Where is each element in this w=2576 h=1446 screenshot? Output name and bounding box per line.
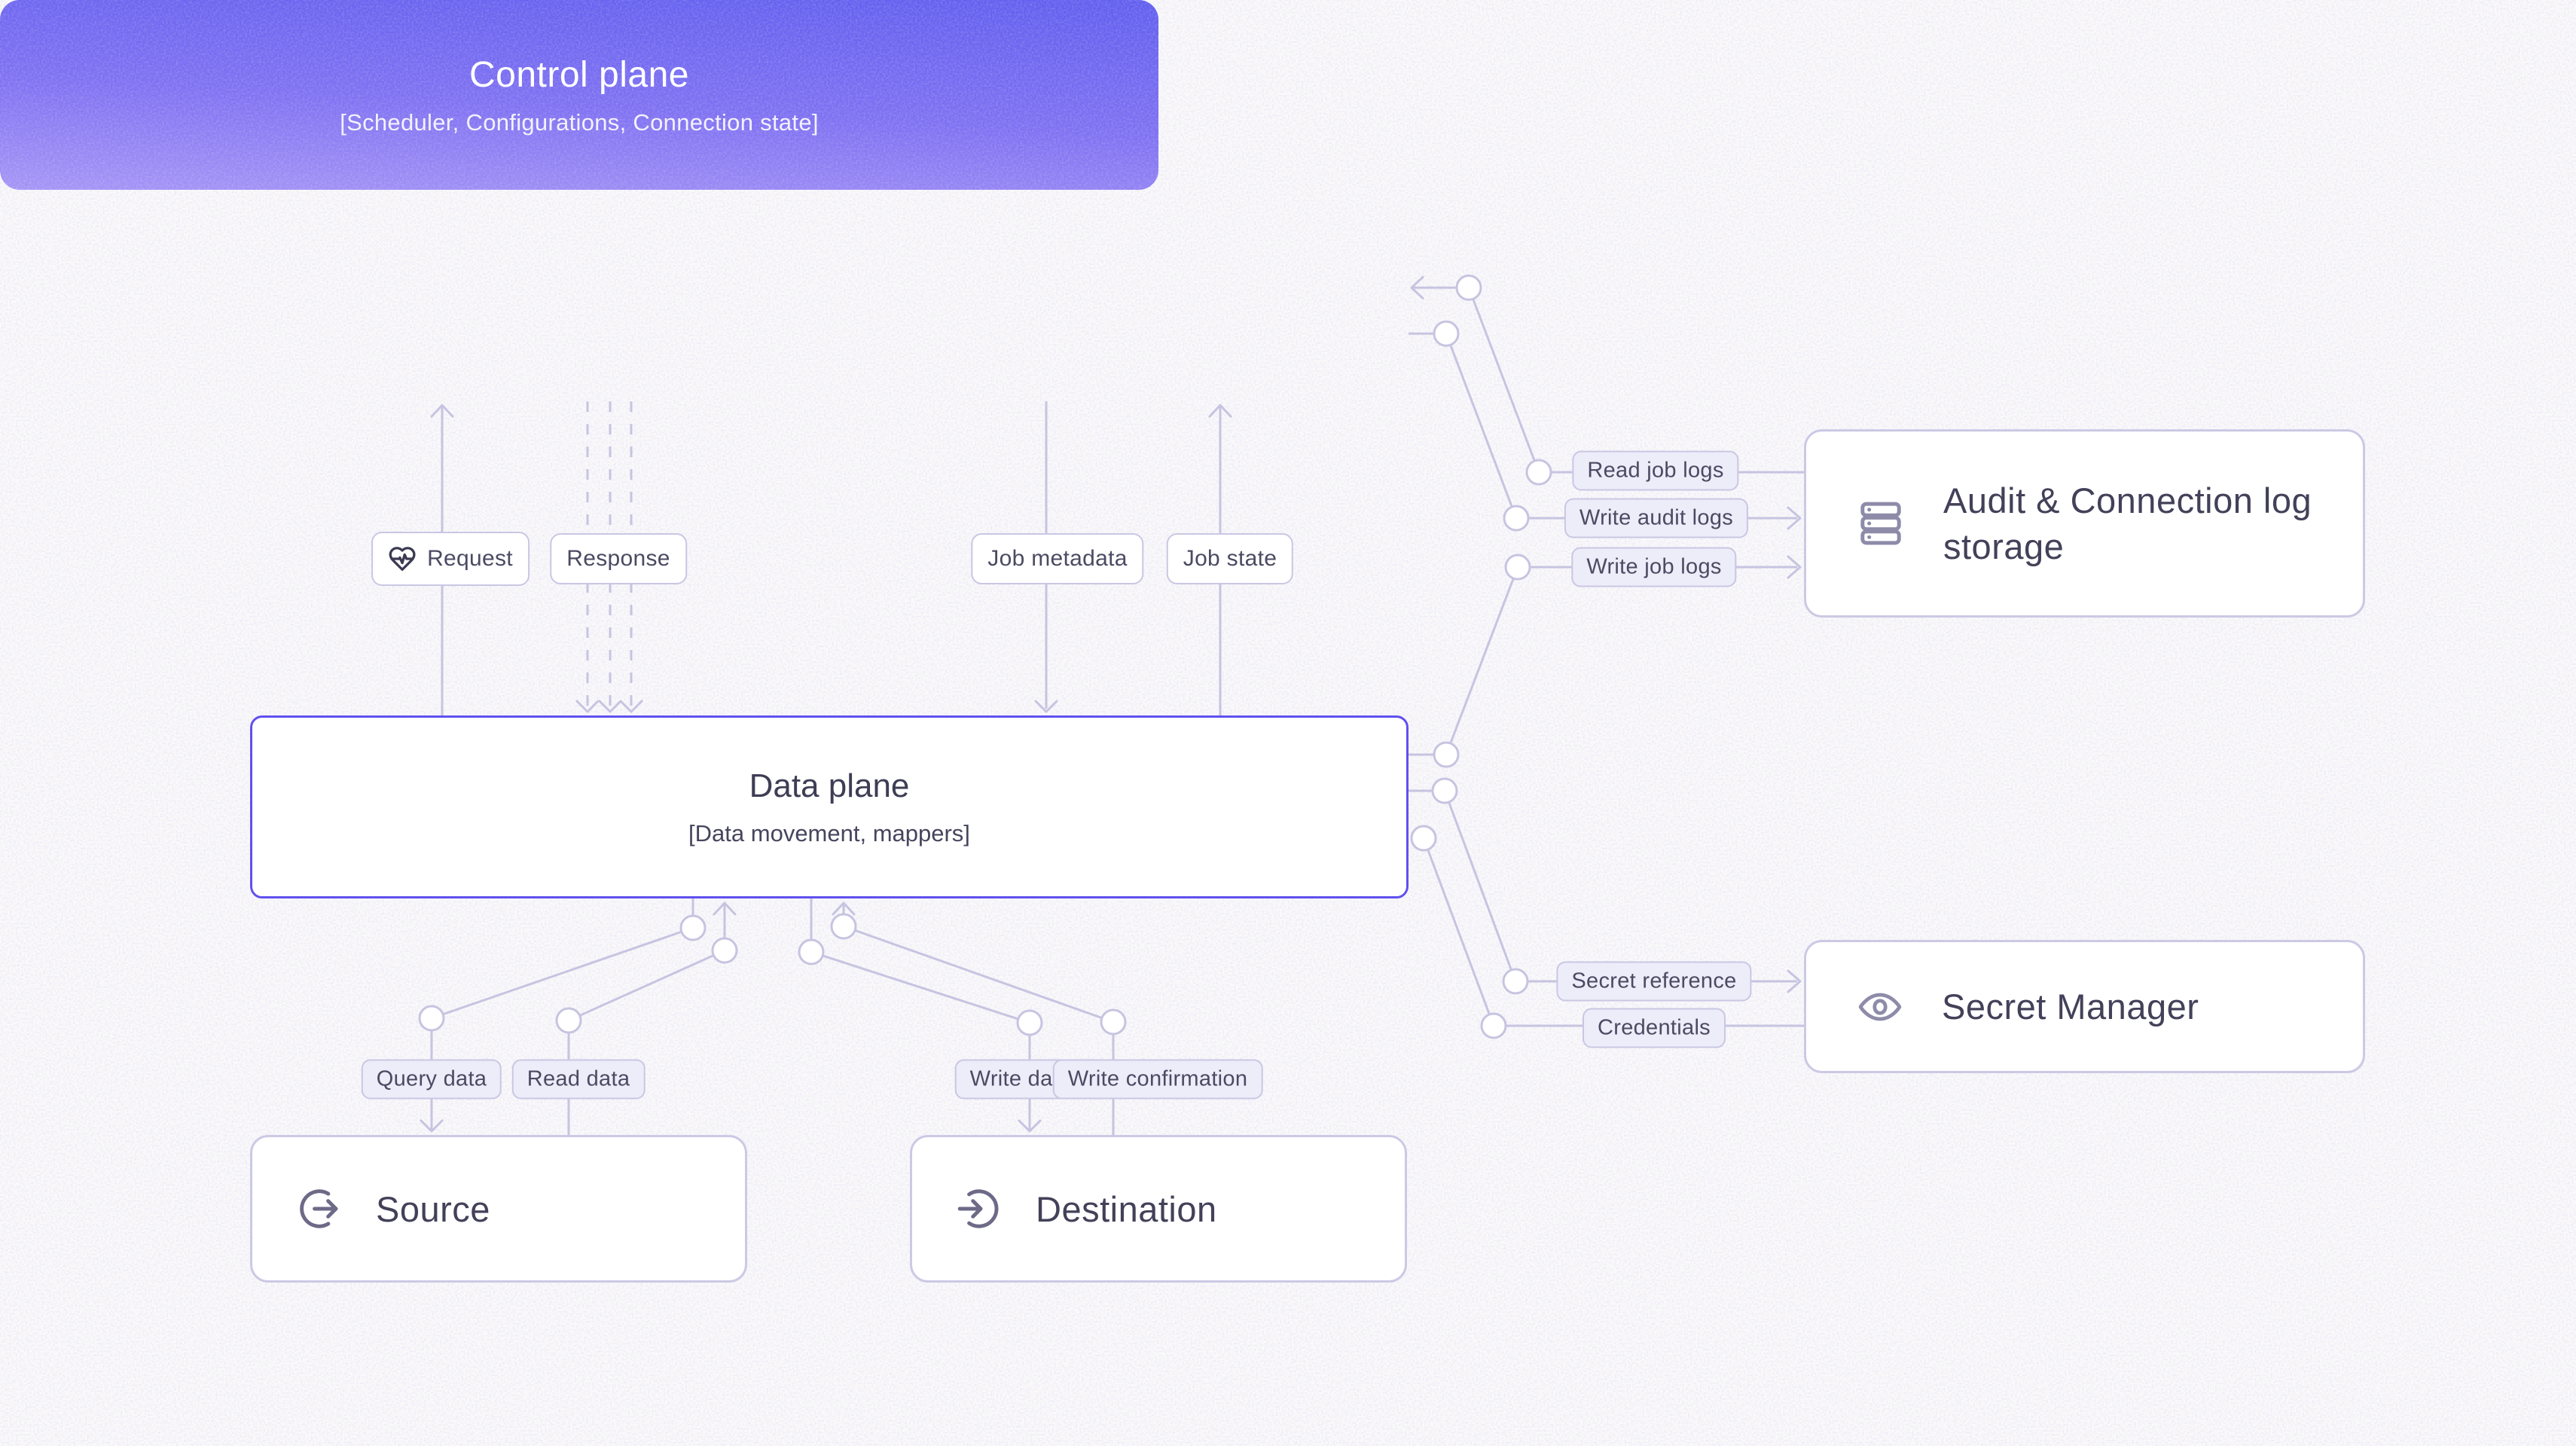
secret-manager-node: Secret Manager [1804, 940, 2365, 1073]
edge-label-write-confirmation-text: Write confirmation [1067, 1066, 1248, 1091]
secret-manager-label: Secret Manager [1942, 987, 2199, 1027]
edge-label-request-text: Request [427, 546, 513, 571]
data-plane-title: Data plane [749, 767, 910, 804]
edge-label-query-data: Query data [361, 1059, 502, 1100]
edge-label-write-job-logs-text: Write job logs [1586, 554, 1722, 579]
control-plane-subtitle: [Scheduler, Configurations, Connection s… [340, 108, 819, 136]
eye-icon [1856, 983, 1904, 1031]
control-plane-title: Control plane [469, 54, 689, 95]
edge-label-secret-reference-text: Secret reference [1571, 969, 1737, 993]
database-stack-icon [1856, 499, 1906, 548]
edge-label-job-state: Job state [1166, 533, 1294, 584]
edge-label-read-data: Read data [511, 1059, 646, 1100]
audit-log-storage-node: Audit & Connection log storage [1804, 429, 2365, 618]
edge-label-response-text: Response [566, 546, 670, 571]
audit-log-storage-label: Audit & Connection log storage [1943, 480, 2312, 566]
edge-read-data [567, 905, 726, 1135]
edge-label-read-job-logs: Read job logs [1572, 450, 1739, 491]
edge-label-write-audit-logs-text: Write audit logs [1579, 505, 1734, 530]
edge-write-confirmation [842, 905, 1115, 1135]
junction-circles [418, 274, 1552, 1039]
edge-label-write-audit-logs: Write audit logs [1564, 498, 1749, 538]
edge-label-credentials: Credentials [1583, 1008, 1726, 1048]
edge-label-job-state-text: Job state [1183, 546, 1277, 571]
edge-label-secret-reference: Secret reference [1556, 961, 1752, 1002]
edge-label-credentials-text: Credentials [1598, 1015, 1711, 1040]
edge-label-write-job-logs: Write job logs [1571, 547, 1737, 587]
edge-label-request: Request [371, 532, 530, 586]
edge-label-job-metadata: Job metadata [971, 533, 1144, 584]
edge-label-response: Response [550, 533, 687, 584]
edge-label-query-data-text: Query data [376, 1066, 487, 1091]
destination-label: Destination [1036, 1188, 1217, 1229]
edge-label-job-metadata-text: Job metadata [987, 546, 1128, 571]
data-plane-node: Data plane [Data movement, mappers] [250, 715, 1409, 898]
arrow-in-circle-icon [956, 1185, 1003, 1232]
arrow-out-circle-icon [296, 1185, 343, 1232]
destination-node: Destination [910, 1135, 1407, 1283]
edge-label-write-confirmation: Write confirmation [1052, 1059, 1263, 1100]
edge-read-job-logs [1412, 286, 1804, 474]
source-label: Source [376, 1188, 490, 1229]
edge-write-job-logs [1409, 566, 1797, 756]
data-plane-subtitle: [Data movement, mappers] [688, 819, 970, 847]
arrowheads [420, 276, 1802, 1133]
heart-pulse-icon [389, 547, 416, 571]
edge-label-read-job-logs-text: Read job logs [1587, 458, 1724, 483]
source-node: Source [250, 1135, 747, 1283]
edge-label-read-data-text: Read data [526, 1066, 630, 1091]
